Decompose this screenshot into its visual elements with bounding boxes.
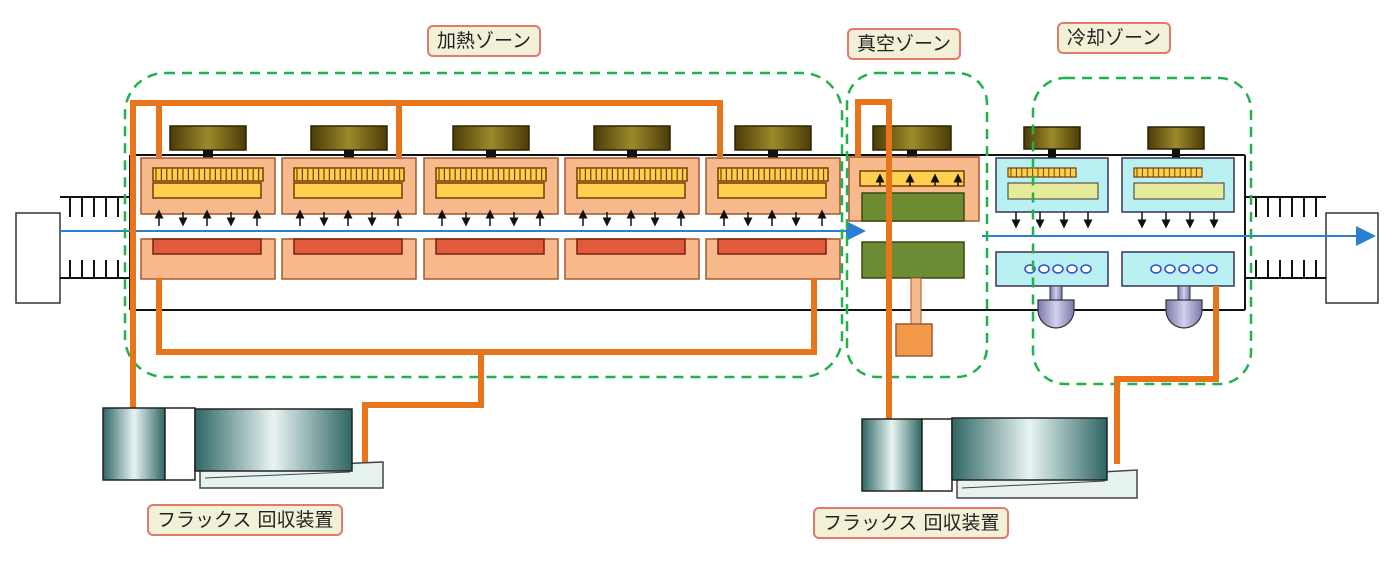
flux-recovery-label-right: フラックス 回収装置 xyxy=(813,507,1010,539)
flux-recovery-unit-right xyxy=(861,417,1138,499)
lower-heater-element xyxy=(293,238,403,255)
flux-piping xyxy=(130,99,1219,467)
vacuum-heater-element xyxy=(859,170,965,187)
exit-stage xyxy=(1245,196,1379,304)
vacuum-zone-border xyxy=(845,71,989,379)
vacuum-zone-label: 真空ゾーン xyxy=(847,28,962,60)
exit-rollers-bottom xyxy=(1245,260,1326,279)
heater-module xyxy=(281,125,417,280)
heater-panel xyxy=(717,182,827,199)
cooling-module xyxy=(1121,126,1235,329)
lower-heater-element xyxy=(576,238,686,255)
cooling-zone-label: 冷却ゾーン xyxy=(1057,22,1172,54)
heater-panel xyxy=(152,182,262,199)
heating-zone-label: 加熱ゾーン xyxy=(427,25,542,57)
heater-module xyxy=(423,125,559,280)
entry-rollers-top xyxy=(60,196,130,217)
fan-motor xyxy=(593,125,671,151)
lower-heater-element xyxy=(717,238,827,255)
cooling-module xyxy=(995,126,1109,329)
heater-module xyxy=(140,125,276,280)
cool-panel xyxy=(1133,182,1225,200)
vacuum-pump xyxy=(895,323,933,357)
vacuum-chamber-upper xyxy=(861,192,965,222)
flux-recovery-label-left: フラックス 回収装置 xyxy=(147,504,344,536)
heating-zone-border xyxy=(123,71,844,379)
cooling-pump xyxy=(1165,299,1203,329)
heater-module xyxy=(564,125,700,280)
flux-recovery-unit-left xyxy=(102,407,384,489)
vacuum-module xyxy=(848,125,980,357)
entry-rollers-bottom xyxy=(60,260,130,279)
fan-motor xyxy=(169,125,247,151)
fan-motor xyxy=(1147,126,1205,150)
fan-motor xyxy=(310,125,388,151)
fan-motor xyxy=(734,125,812,151)
cool-panel xyxy=(1007,182,1099,200)
cooling-pump xyxy=(1037,299,1075,329)
heater-panel xyxy=(435,182,545,199)
vacuum-motor xyxy=(872,125,952,151)
exit-rollers-top xyxy=(1245,196,1326,217)
lower-heater-element xyxy=(152,238,262,255)
lower-heater-element xyxy=(435,238,545,255)
heater-panel xyxy=(293,182,403,199)
heater-module xyxy=(705,125,841,280)
cooling-modules xyxy=(995,126,1235,329)
entry-stage xyxy=(15,196,130,304)
fan-motor xyxy=(452,125,530,151)
heating-modules xyxy=(140,125,841,280)
cooling-zone-border xyxy=(1031,76,1253,386)
heater-panel xyxy=(576,182,686,199)
vacuum-chamber-lower xyxy=(861,241,965,279)
